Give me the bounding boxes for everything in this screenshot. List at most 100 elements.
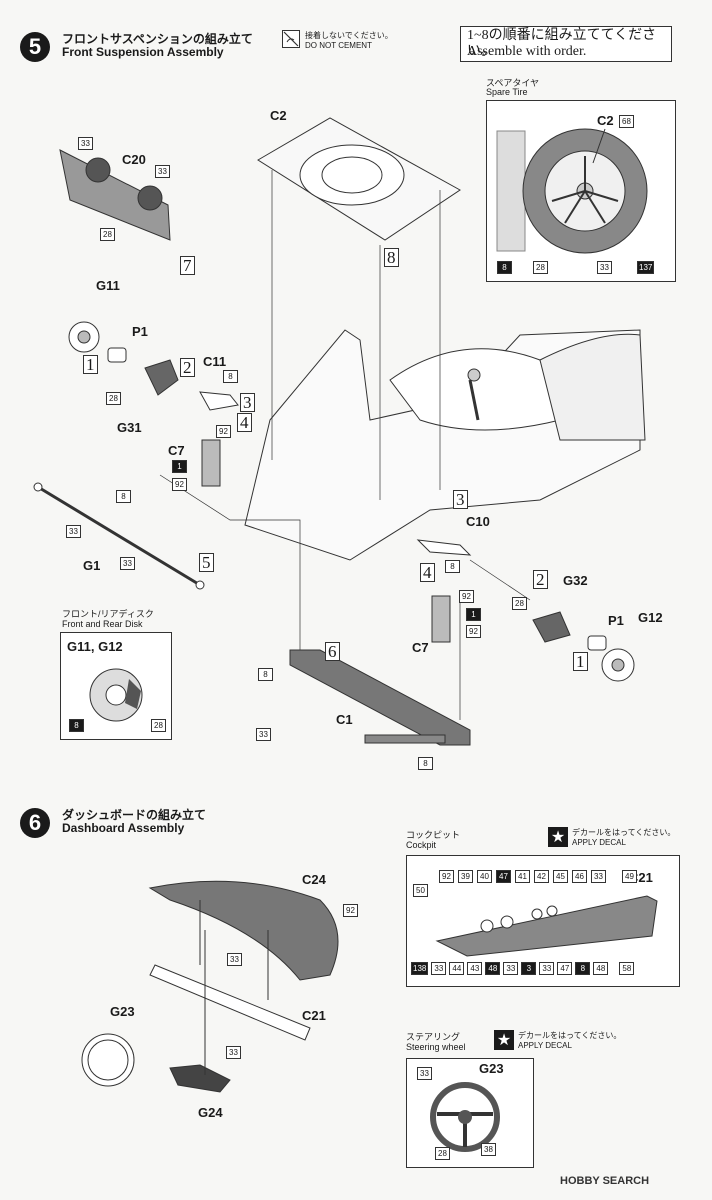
label-p1-right: P1 (608, 613, 624, 628)
tag-33-radiator-b: 33 (155, 165, 170, 178)
steering-panel: G23 33 28 38 (406, 1058, 534, 1168)
cockpit-panel: C21 50 92 39 40 47 41 42 45 46 33 49 138… (406, 855, 680, 987)
order-notice-en: Assemble with order. (467, 44, 587, 59)
tag-8-c11: 8 (223, 370, 238, 383)
order-3-left: 3 (240, 393, 255, 412)
cockpit-drawing (435, 895, 658, 957)
cockpit-bottom-tag: 48 (593, 962, 609, 975)
steering-g23: G23 (479, 1061, 504, 1076)
label-c20: C20 (122, 152, 146, 167)
disk-label: G11, G12 (67, 639, 123, 654)
tag-8-c10: 8 (445, 560, 460, 573)
tag-33-c1: 33 (256, 728, 271, 741)
spare-tire-drawing (496, 128, 648, 254)
spare-c2-label: C2 (597, 113, 614, 128)
cockpit-top-tag: 45 (553, 870, 568, 883)
tag-33-g1-a: 33 (66, 525, 81, 538)
step-5-title-jp: フロントサスペンションの組み立て (62, 32, 253, 46)
tag-8-c1: 8 (258, 668, 273, 681)
order-6: 6 (325, 642, 340, 661)
order-2-left: 2 (180, 358, 195, 377)
disk-jp: フロント/リアディスク (62, 609, 154, 619)
cockpit-top-tag: 41 (515, 870, 530, 883)
order-4-right: 4 (420, 563, 435, 582)
order-1-right: 1 (573, 652, 588, 671)
steering-drawing (430, 1082, 500, 1152)
tag-28-radiator: 28 (100, 228, 115, 241)
order-8: 8 (384, 248, 399, 267)
order-5: 5 (199, 553, 214, 572)
spare-tag-8: 8 (497, 261, 512, 274)
suspension-drawing (33, 117, 646, 746)
label-c21: C21 (302, 1008, 326, 1023)
label-c7-right: C7 (412, 640, 429, 655)
tag-8-g1: 8 (116, 490, 131, 503)
tag-92-left-b: 92 (172, 478, 187, 491)
tag-28-left: 28 (106, 392, 121, 405)
step-6-title-jp: ダッシュボードの組み立て (62, 808, 207, 822)
spare-tire-panel: C2 68 8 28 33 137 (486, 100, 676, 282)
disk-en: Front and Rear Disk (62, 619, 143, 629)
label-c2: C2 (270, 108, 287, 123)
decal-star-icon: ★ (548, 827, 568, 847)
decal-jp-steering: デカールをはってください。 (518, 1031, 622, 1040)
label-c7-left: C7 (168, 443, 185, 458)
label-c1: C1 (336, 712, 353, 727)
disk-drawing (89, 668, 143, 722)
order-2-right: 2 (533, 570, 548, 589)
cockpit-bottom-tag: 44 (449, 962, 465, 975)
tag-1-right: 1 (466, 608, 481, 621)
no-cement-en: DO NOT CEMENT (305, 41, 372, 50)
steering-tag-38: 38 (481, 1143, 496, 1156)
no-cement-icon (282, 30, 300, 48)
cockpit-top-tag: 33 (591, 870, 606, 883)
tag-33-g1-b: 33 (120, 557, 135, 570)
order-notice-jp: 1~8の順番に組み立ててください。 (467, 28, 657, 59)
label-c10: C10 (466, 514, 490, 529)
spare-tire-en: Spare Tire (486, 87, 528, 97)
spare-tire-jp: スペアタイヤ (486, 78, 540, 88)
spare-tag-28: 28 (533, 261, 548, 274)
order-notice-box: 1~8の順番に組み立ててください。 Assemble with order. (460, 26, 672, 62)
tag-92-dash: 92 (343, 904, 358, 917)
cockpit-top-tag: 49 (622, 870, 637, 883)
label-g1: G1 (83, 558, 101, 573)
disk-tag-28: 28 (151, 719, 166, 732)
label-c24: C24 (302, 872, 326, 887)
cockpit-top-tag: 39 (458, 870, 473, 883)
tag-1-left: 1 (172, 460, 187, 473)
step-5-badge: 5 (20, 32, 50, 62)
label-c11: C11 (203, 354, 227, 369)
cockpit-bottom-tag: 58 (619, 962, 635, 975)
tag-33-radiator-a: 33 (78, 137, 93, 150)
cockpit-bottom-tag: 33 (431, 962, 447, 975)
cockpit-bottom-tag: 138 (411, 962, 429, 975)
label-g12: G12 (638, 610, 663, 625)
disk-panel: G11, G12 8 28 (60, 632, 172, 740)
decal-star-icon-steering: ★ (494, 1030, 514, 1050)
order-3-right: 3 (453, 490, 468, 509)
cockpit-top-tag: 47 (496, 870, 511, 883)
spare-tag-33: 33 (597, 261, 612, 274)
cockpit-bottom-tags: 138 33 44 43 48 33 3 33 47 8 48 58 (411, 962, 635, 975)
decal-en: APPLY DECAL (572, 838, 626, 847)
steering-en: Steering wheel (406, 1042, 466, 1052)
step-5-title-en: Front Suspension Assembly (62, 45, 224, 59)
cockpit-top-tag: 42 (534, 870, 549, 883)
spare-c2-tag: 68 (619, 115, 634, 128)
steering-tag-28: 28 (435, 1147, 450, 1160)
tag-92-left-a: 92 (216, 425, 231, 438)
cockpit-top-tag: 46 (572, 870, 587, 883)
order-7: 7 (180, 256, 195, 275)
tag-28-right: 28 (512, 597, 527, 610)
label-g32: G32 (563, 573, 588, 588)
cockpit-bottom-tag: 47 (557, 962, 573, 975)
tag-33-dash: 33 (227, 953, 242, 966)
spare-tag-137: 137 (637, 261, 655, 274)
step-6-badge: 6 (20, 808, 50, 838)
tag-8-bottom: 8 (418, 757, 433, 770)
steering-tag-33: 33 (417, 1067, 432, 1080)
decal-jp: デカールをはってください。 (572, 828, 676, 837)
label-p1-left: P1 (132, 324, 148, 339)
watermark: HOBBY SEARCH (560, 1175, 650, 1187)
